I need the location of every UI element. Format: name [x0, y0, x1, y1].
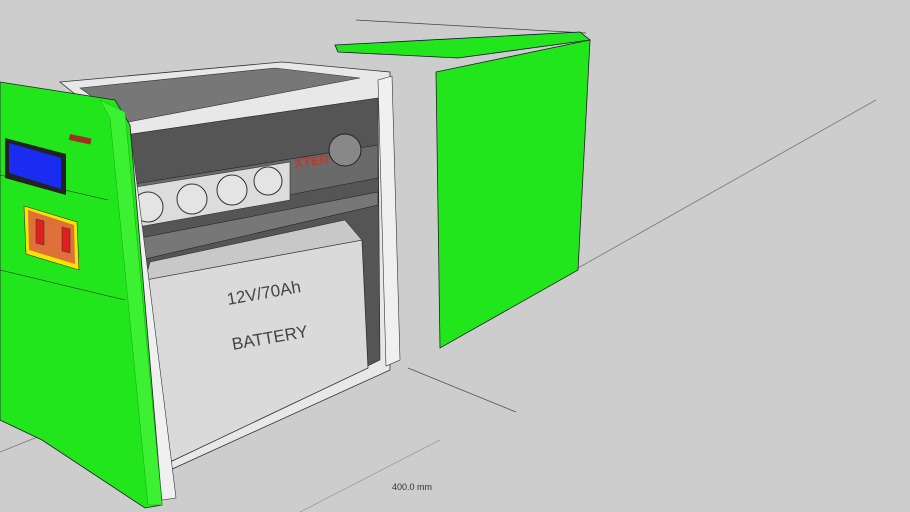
- ground-guide-line: [577, 99, 877, 269]
- dimension-extension-line: [299, 439, 441, 512]
- fan-icon: [216, 174, 248, 206]
- rocker-switch[interactable]: [35, 218, 45, 246]
- dimension-label: 400.0 mm: [392, 482, 433, 492]
- side-cover-panel: [435, 39, 591, 349]
- lid-dimension-line: [355, 19, 587, 34]
- brand-logo: [68, 133, 92, 145]
- lcd-display: [9, 143, 61, 189]
- rear-fan-icon: [328, 133, 362, 167]
- panel-seam: [0, 269, 126, 301]
- battery-top: [144, 219, 363, 281]
- ground-guide-line-left: [0, 435, 41, 453]
- fan-icon: [176, 183, 208, 215]
- inverter-label: XTER: [293, 151, 330, 171]
- top-lid-panel: [334, 31, 591, 59]
- fan-group: [132, 133, 362, 223]
- front-panel-edge: [99, 99, 163, 506]
- dimension-line: [407, 367, 517, 413]
- rocker-switch[interactable]: [61, 226, 71, 254]
- frame-post-right: [377, 75, 401, 367]
- fan-icon: [253, 166, 283, 196]
